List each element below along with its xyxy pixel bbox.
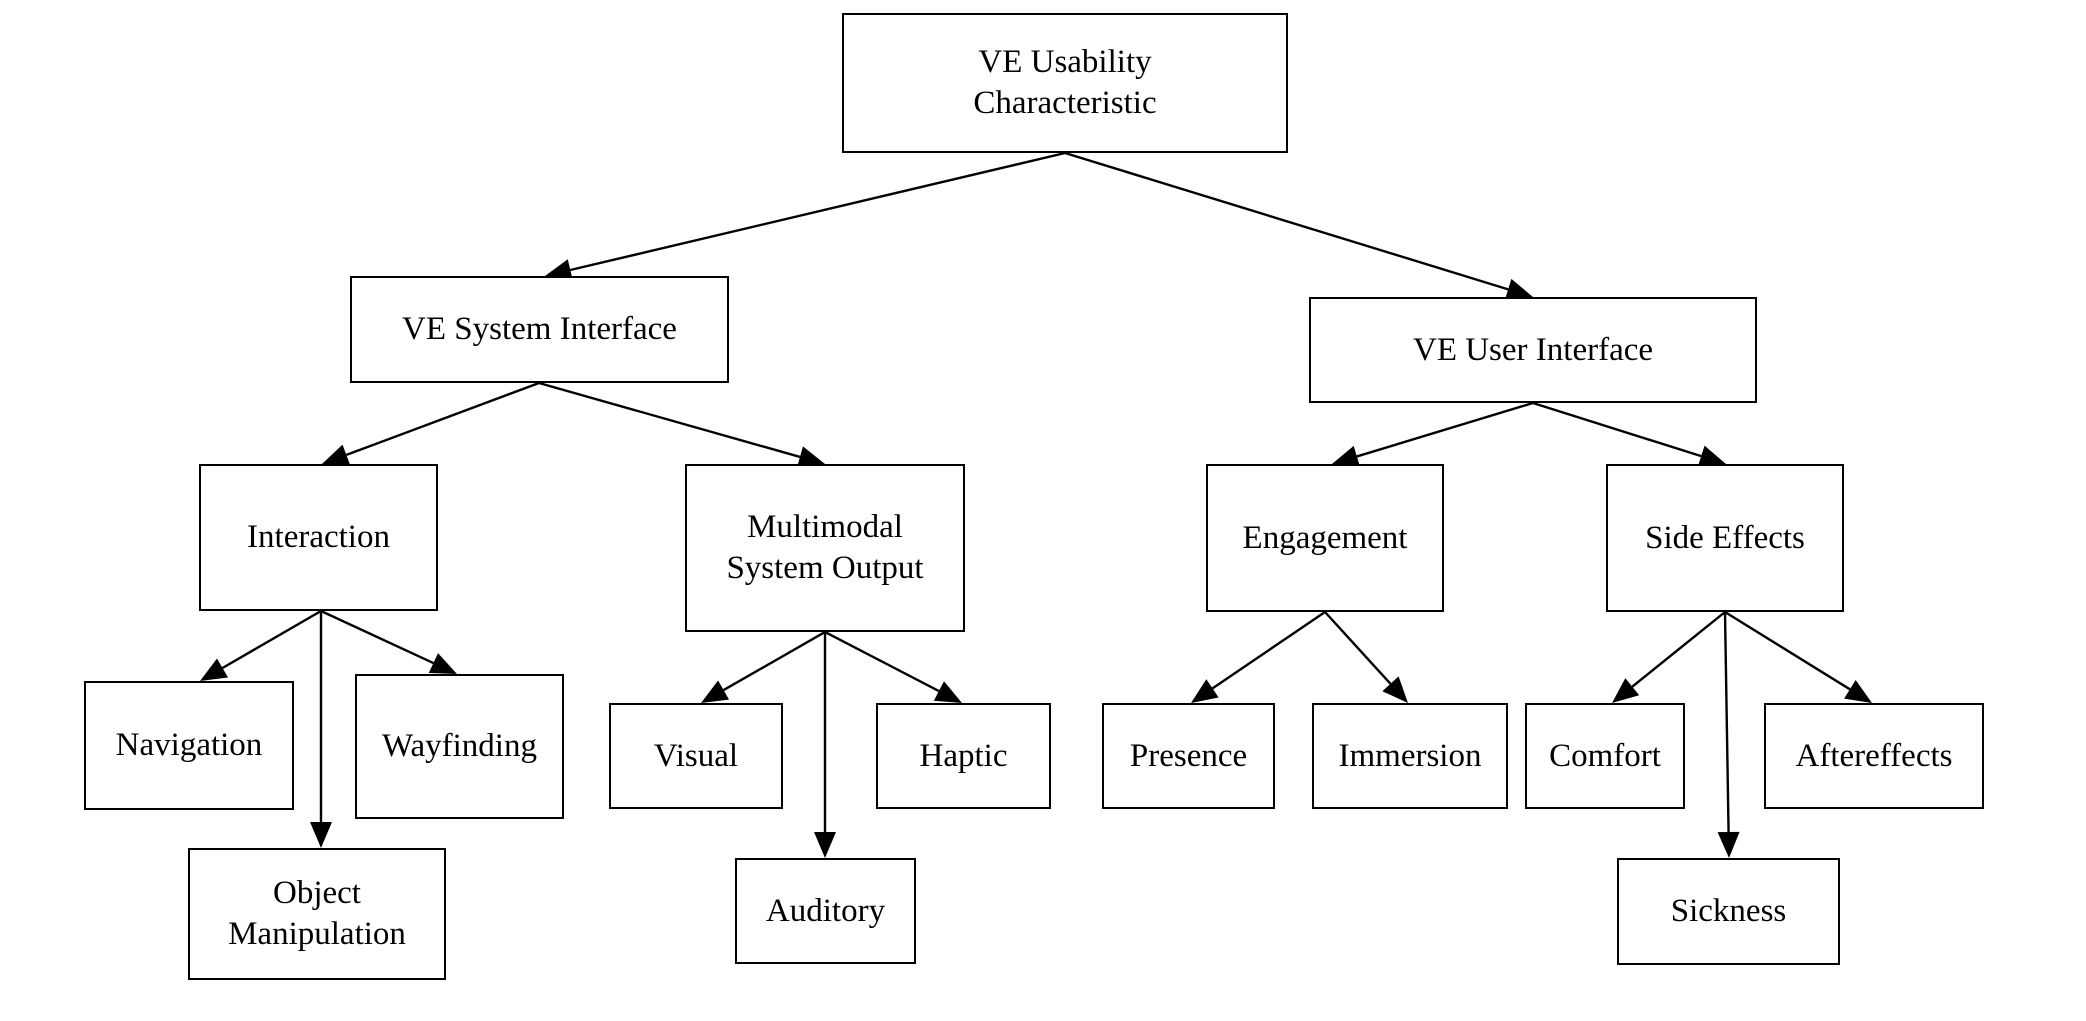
node-engagement: Engagement <box>1206 464 1444 612</box>
connector-line <box>1211 611 1326 690</box>
node-ve-system-interface: VE System Interface <box>350 276 729 383</box>
node-object-manipulation: Object Manipulation <box>188 848 446 980</box>
arrowhead <box>322 444 351 466</box>
node-label: Sickness <box>1670 893 1787 929</box>
arrowhead <box>310 822 332 848</box>
edge-user_interface-to-engagement <box>1332 401 1534 467</box>
node-ve-user-interface: VE User Interface <box>1309 297 1757 403</box>
connector-line <box>1631 611 1726 688</box>
node-multimodal-system-output: Multimodal System Output <box>685 464 965 632</box>
arrowhead <box>545 259 573 281</box>
edge-root-to-user_interface <box>1064 151 1533 300</box>
edge-side_effects-to-sickness <box>1717 611 1740 858</box>
node-wayfinding: Wayfinding <box>355 674 564 819</box>
node-label: Aftereffects <box>1795 737 1953 774</box>
node-label: VE User Interface <box>1412 331 1654 368</box>
node-interaction: Interaction <box>199 464 438 611</box>
edge-interaction-to-navigation <box>200 609 322 681</box>
node-sickness: Sickness <box>1617 858 1840 965</box>
node-label: Object Manipulation <box>228 875 406 952</box>
node-immersion: Immersion <box>1312 703 1508 809</box>
node-aftereffects: Aftereffects <box>1764 703 1984 809</box>
node-ve-usability-characteristic: VE Usability Characteristic <box>842 13 1288 153</box>
connector-line <box>1724 610 1851 691</box>
edge-multimodal-to-auditory <box>814 632 836 858</box>
node-label: Engagement <box>1242 519 1408 556</box>
arrowhead <box>1612 678 1640 703</box>
arrowhead <box>701 680 730 703</box>
arrowhead <box>1844 679 1872 703</box>
edge-side_effects-to-comfort <box>1612 611 1726 703</box>
edge-multimodal-to-visual <box>701 630 826 703</box>
arrowhead <box>200 658 229 681</box>
edge-interaction-to-object_manipulation <box>310 611 332 848</box>
arrowhead <box>796 446 825 468</box>
node-label: Comfort <box>1549 737 1661 774</box>
arrowhead <box>814 832 836 858</box>
connector-line <box>1324 611 1392 685</box>
node-label: Navigation <box>115 727 263 763</box>
node-label: Side Effects <box>1645 519 1805 556</box>
edge-system_interface-to-multimodal <box>538 381 825 468</box>
arrowhead <box>428 653 457 674</box>
edge-engagement-to-presence <box>1191 611 1326 703</box>
connector-line <box>320 609 434 665</box>
connector-line <box>345 381 540 457</box>
arrowhead <box>1382 676 1408 703</box>
connector-line <box>824 630 940 693</box>
node-label: Visual <box>653 737 739 774</box>
node-auditory: Auditory <box>735 858 916 964</box>
arrowhead <box>1191 679 1219 703</box>
node-side-effects: Side Effects <box>1606 464 1844 612</box>
node-label: Immersion <box>1338 737 1482 774</box>
node-presence: Presence <box>1102 703 1275 809</box>
arrowhead <box>933 681 962 703</box>
node-label: Multimodal System Output <box>726 509 924 586</box>
arrowhead <box>1697 445 1726 467</box>
node-label: Interaction <box>247 519 390 555</box>
connector-line <box>570 151 1066 272</box>
connector-line <box>722 630 826 692</box>
node-label: VE System Interface <box>402 311 677 347</box>
node-label: Auditory <box>765 892 886 929</box>
arrowhead <box>1504 278 1533 300</box>
node-comfort: Comfort <box>1525 703 1685 809</box>
connector-line <box>1356 401 1534 458</box>
connector-line <box>1064 151 1509 291</box>
edge-interaction-to-wayfinding <box>320 609 457 674</box>
edge-user_interface-to-side_effects <box>1532 401 1726 467</box>
node-label: Haptic <box>919 737 1008 774</box>
connector-line <box>221 609 322 670</box>
connector-line <box>538 381 801 459</box>
node-navigation: Navigation <box>84 681 294 810</box>
arrowhead <box>1717 831 1740 858</box>
edge-engagement-to-immersion <box>1324 611 1408 703</box>
node-label: Wayfinding <box>382 728 537 764</box>
edge-system_interface-to-interaction <box>322 381 540 466</box>
edge-root-to-system_interface <box>545 151 1066 281</box>
arrowhead <box>1332 445 1361 467</box>
connector-line <box>1723 611 1730 833</box>
node-label: Presence <box>1129 737 1248 774</box>
node-visual: Visual <box>609 703 783 809</box>
connector-line <box>1532 401 1702 458</box>
node-haptic: Haptic <box>876 703 1051 809</box>
edge-side_effects-to-aftereffects <box>1724 610 1872 703</box>
edge-multimodal-to-haptic <box>824 630 962 703</box>
node-label: VE Usability Characteristic <box>973 44 1157 121</box>
